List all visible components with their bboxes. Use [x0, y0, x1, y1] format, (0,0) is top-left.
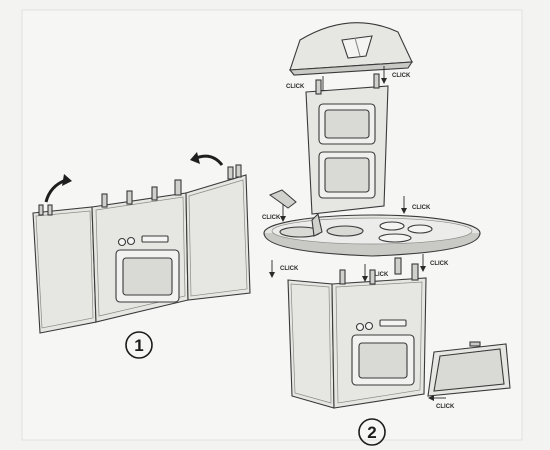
step1-peg [235, 164, 242, 178]
step1-peg [174, 179, 182, 196]
step2-peg [394, 257, 402, 275]
step1-control-panel [141, 235, 169, 243]
step2-click-label: CLICK [280, 266, 299, 272]
step2-click-label: CLICK [370, 272, 389, 278]
step2-burner [379, 221, 405, 231]
step2-hood [288, 22, 414, 76]
step2-base-unit [287, 257, 427, 409]
step2-countertop [263, 212, 481, 257]
step2-number-badge [358, 418, 386, 446]
step2-peg [315, 79, 322, 95]
step2-burner [407, 224, 433, 234]
step2-click-label: CLICK [392, 73, 411, 79]
step1-rotate-arrow-right [195, 154, 224, 166]
step2-oven-window [358, 342, 408, 379]
step1-knob [126, 236, 136, 246]
step1-peg [38, 204, 44, 216]
step2-peg [411, 263, 419, 281]
step2-knob [355, 322, 365, 332]
step1-knob [117, 237, 127, 247]
step2-faucet [268, 189, 297, 209]
step2-sink-right [326, 225, 364, 237]
step2-control-panel [379, 319, 407, 327]
step2-click-label: CLICK [286, 84, 305, 90]
step1-arrowhead [62, 174, 72, 186]
step2-peg [369, 269, 376, 285]
step1-peg [47, 204, 53, 216]
step1-left-door [32, 206, 97, 334]
step2-click-label: CLICK [332, 92, 351, 98]
step1-kitchen-unit [32, 164, 251, 334]
step1-peg [101, 193, 108, 208]
step1-peg [151, 186, 158, 201]
step2-click-label: CLICK [262, 215, 281, 221]
step2-peg [339, 269, 346, 285]
step2-number: 2 [367, 423, 376, 442]
step2-knob [364, 321, 374, 331]
step1-number-badge [125, 331, 153, 359]
step2-peg [373, 73, 380, 89]
step1-peg [126, 190, 133, 205]
step1-right-panel [185, 174, 251, 301]
step2-click-label: CLICK [436, 404, 455, 410]
step2-oven-door-part [427, 341, 511, 397]
step2-back-panel [305, 73, 389, 215]
step2-burner [378, 233, 412, 243]
step1-peg [227, 166, 234, 180]
step1-number: 1 [134, 336, 143, 355]
step2-click-label: CLICK [412, 205, 431, 211]
step1-arrowhead [190, 152, 200, 164]
step2-click-label: CLICK [430, 261, 449, 267]
step1-oven-window [122, 257, 173, 296]
